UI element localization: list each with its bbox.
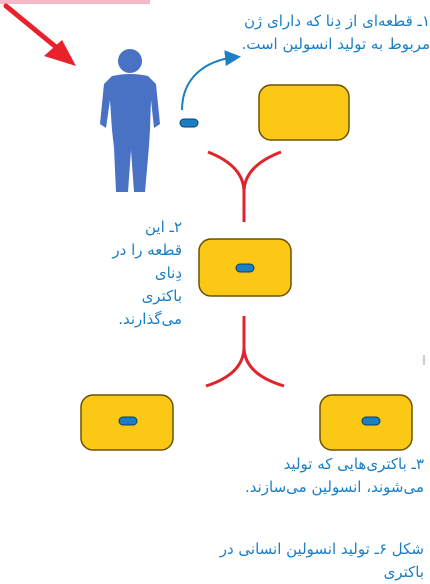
step-3-label: ۳ـ باکتری‌هایی که تولید می‌شوند، انسولین… [244,455,424,496]
dna-fragment-icon [179,118,199,128]
dna-in-daughter-right-icon [361,416,381,426]
figure-caption: شکل ۶ـ تولید انسولین انسانی در باکتری [219,540,424,581]
step-1-label: ۱ـ قطعه‌ای از دِنا که دارای ژن مربوط به … [241,12,430,53]
diagram-art [0,0,425,451]
dna-in-daughter-left-icon [118,416,138,426]
merge-arrow-icon [207,150,282,222]
human-silhouette-icon [100,49,160,192]
curved-arrow-icon [181,50,241,111]
bacterium-original [258,84,350,141]
step-2-label: ۲ـ این قطعه را در دِنای باکتری می‌گذارند… [112,218,182,328]
inserted-dna-icon [235,263,255,273]
top-strip [0,0,150,4]
division-arrow-icon [205,316,285,388]
red-arrow-icon [3,3,76,66]
